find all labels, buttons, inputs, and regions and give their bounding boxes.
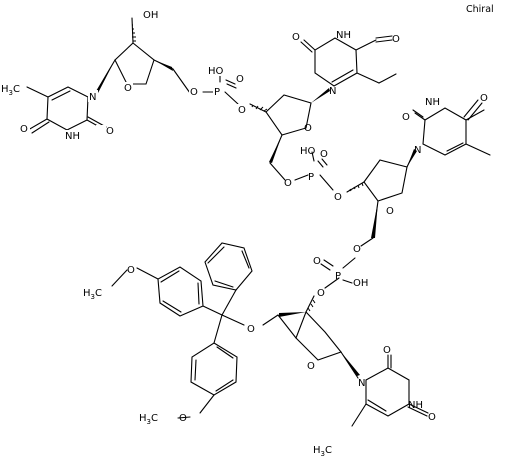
- bond-layer: [26, 17, 491, 427]
- atom-base3-n3h: NH: [425, 97, 440, 108]
- atom-methoxy-methyl-1: H3C: [83, 288, 102, 301]
- atom-ring-oxygen-4: O: [307, 361, 315, 372]
- atom-base2-c4-oxo: O: [392, 34, 400, 45]
- atom-base4-n3h: NH: [408, 400, 423, 411]
- atom-ring-oxygen-2: O: [304, 123, 312, 134]
- atom-base2-n3h: NH: [336, 30, 351, 41]
- atom-base3-c4-oxo: O: [480, 93, 488, 104]
- atom-ester-oxygen-3: O: [284, 178, 292, 189]
- atom-phosphate-oxo-1: O: [236, 74, 244, 85]
- atom-phosphorus-3: P: [335, 271, 341, 282]
- atom-base1-n1: N: [89, 92, 96, 103]
- atom-methoxy-oxygen-2: O: [179, 413, 187, 424]
- methyl-bond-layer: [378, 73, 397, 84]
- atom-base3-c2-oxo: O: [402, 112, 410, 123]
- atom-phosphate-oxo-2: O: [320, 149, 328, 160]
- atom-ester-oxygen-2: O: [238, 105, 246, 116]
- atom-base1-methyl: H3C: [1, 84, 20, 97]
- atom-ester-oxygen-4: O: [334, 192, 342, 203]
- atom-base1-c4-oxo: O: [20, 124, 28, 135]
- atom-methoxy-oxygen-1: O: [127, 265, 135, 276]
- atom-base2-c2-oxo: O: [292, 32, 300, 43]
- atom-ester-oxygen-6: O: [317, 288, 325, 299]
- stereo-layer: [95, 24, 417, 376]
- atom-base4-c2-oxo: O: [383, 345, 391, 356]
- atom-phosphate-hydroxyl-2: HO: [300, 146, 316, 157]
- atom-phosphorus-1: P: [214, 87, 220, 98]
- atom-base1-c2-oxo: O: [106, 126, 114, 137]
- atom-ester-oxygen-5: O: [353, 244, 361, 255]
- atom-base1-n3h: NH: [65, 131, 80, 142]
- atom-ester-oxygen-1: O: [190, 87, 198, 98]
- atom-phosphorus-2: P: [308, 172, 314, 183]
- atom-methoxy-methyl-2: H3C: [139, 413, 158, 426]
- atom-base4-c4-oxo: O: [428, 412, 436, 423]
- atom-base4-n1: N: [358, 378, 365, 389]
- atom-base2-n1: N: [329, 86, 336, 97]
- atom-phosphate-hydroxyl-1: HO: [208, 66, 224, 77]
- atom-base3-n1: N: [414, 145, 421, 156]
- atom-dmt-ether-oxygen: O: [247, 324, 255, 335]
- atom-ring-oxygen-3: O: [386, 206, 394, 217]
- atom-phosphate-hydroxyl-3: OH: [353, 278, 368, 289]
- chiral-label: Chiral: [466, 4, 494, 15]
- atom-ring-oxygen-1: O: [124, 83, 132, 94]
- atom-phosphate-oxo-3: O: [313, 256, 321, 267]
- atom-label-layer: OH O O P HO O O N NH O O H3C O O P HO O …: [1, 8, 488, 458]
- atom-base4-methyl: H3C: [313, 445, 332, 458]
- atom-hydroxyl-top: OH: [143, 10, 158, 21]
